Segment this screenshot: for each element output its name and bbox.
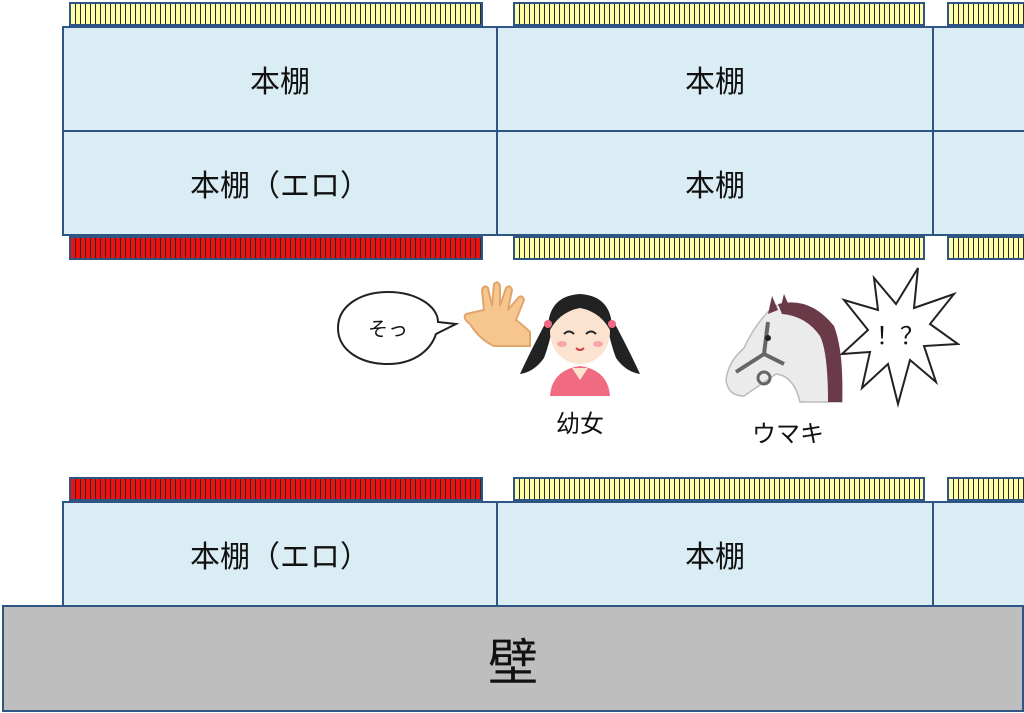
shelf-label: 本棚 (685, 540, 745, 575)
girl-icon (520, 294, 640, 396)
strip-bottom-mid (513, 477, 925, 501)
shelf-top-mid-lower: 本棚 (496, 130, 934, 236)
shelf-label: 本棚（エロ） (190, 540, 370, 575)
strip-top-right-lower (947, 236, 1024, 260)
ero-strip-top-left (69, 236, 483, 260)
exclaim-text: ！？ (876, 322, 924, 350)
top-strip-mid (513, 2, 925, 26)
shelf-top-mid-upper: 本棚 (496, 26, 934, 132)
shelf-label: 本棚（エロ） (190, 169, 370, 204)
strip-top-mid-lower (513, 236, 925, 260)
top-strip-right (947, 2, 1024, 26)
shelf-top-right-lower (932, 130, 1024, 236)
horse-label: ウマキ (752, 420, 824, 448)
shelf-top-left-upper: 本棚 (62, 26, 498, 132)
girl-label: 幼女 (556, 410, 604, 438)
shelf-label: 本棚 (685, 65, 745, 100)
shelf-bottom-mid: 本棚 (496, 501, 934, 607)
shelf-top-left-lower: 本棚（エロ） (62, 130, 498, 236)
shelf-top-right-upper (932, 26, 1024, 132)
exclamation-burst: ！？ (840, 267, 960, 408)
top-strip-left (69, 2, 483, 26)
shelf-label: 本棚 (685, 169, 745, 204)
hand-icon (463, 281, 531, 347)
wall-label: 壁 (488, 633, 538, 692)
shelf-label: 本棚 (250, 65, 310, 100)
horse-icon (725, 294, 843, 403)
speech-text: そっ (368, 317, 408, 341)
ero-strip-bottom-left (69, 477, 483, 501)
strip-bottom-right (947, 477, 1024, 501)
speech-bubble: そっ (336, 290, 460, 366)
shelf-bottom-right (932, 501, 1024, 607)
shelf-bottom-left: 本棚（エロ） (62, 501, 498, 607)
wall: 壁 (2, 605, 1024, 712)
